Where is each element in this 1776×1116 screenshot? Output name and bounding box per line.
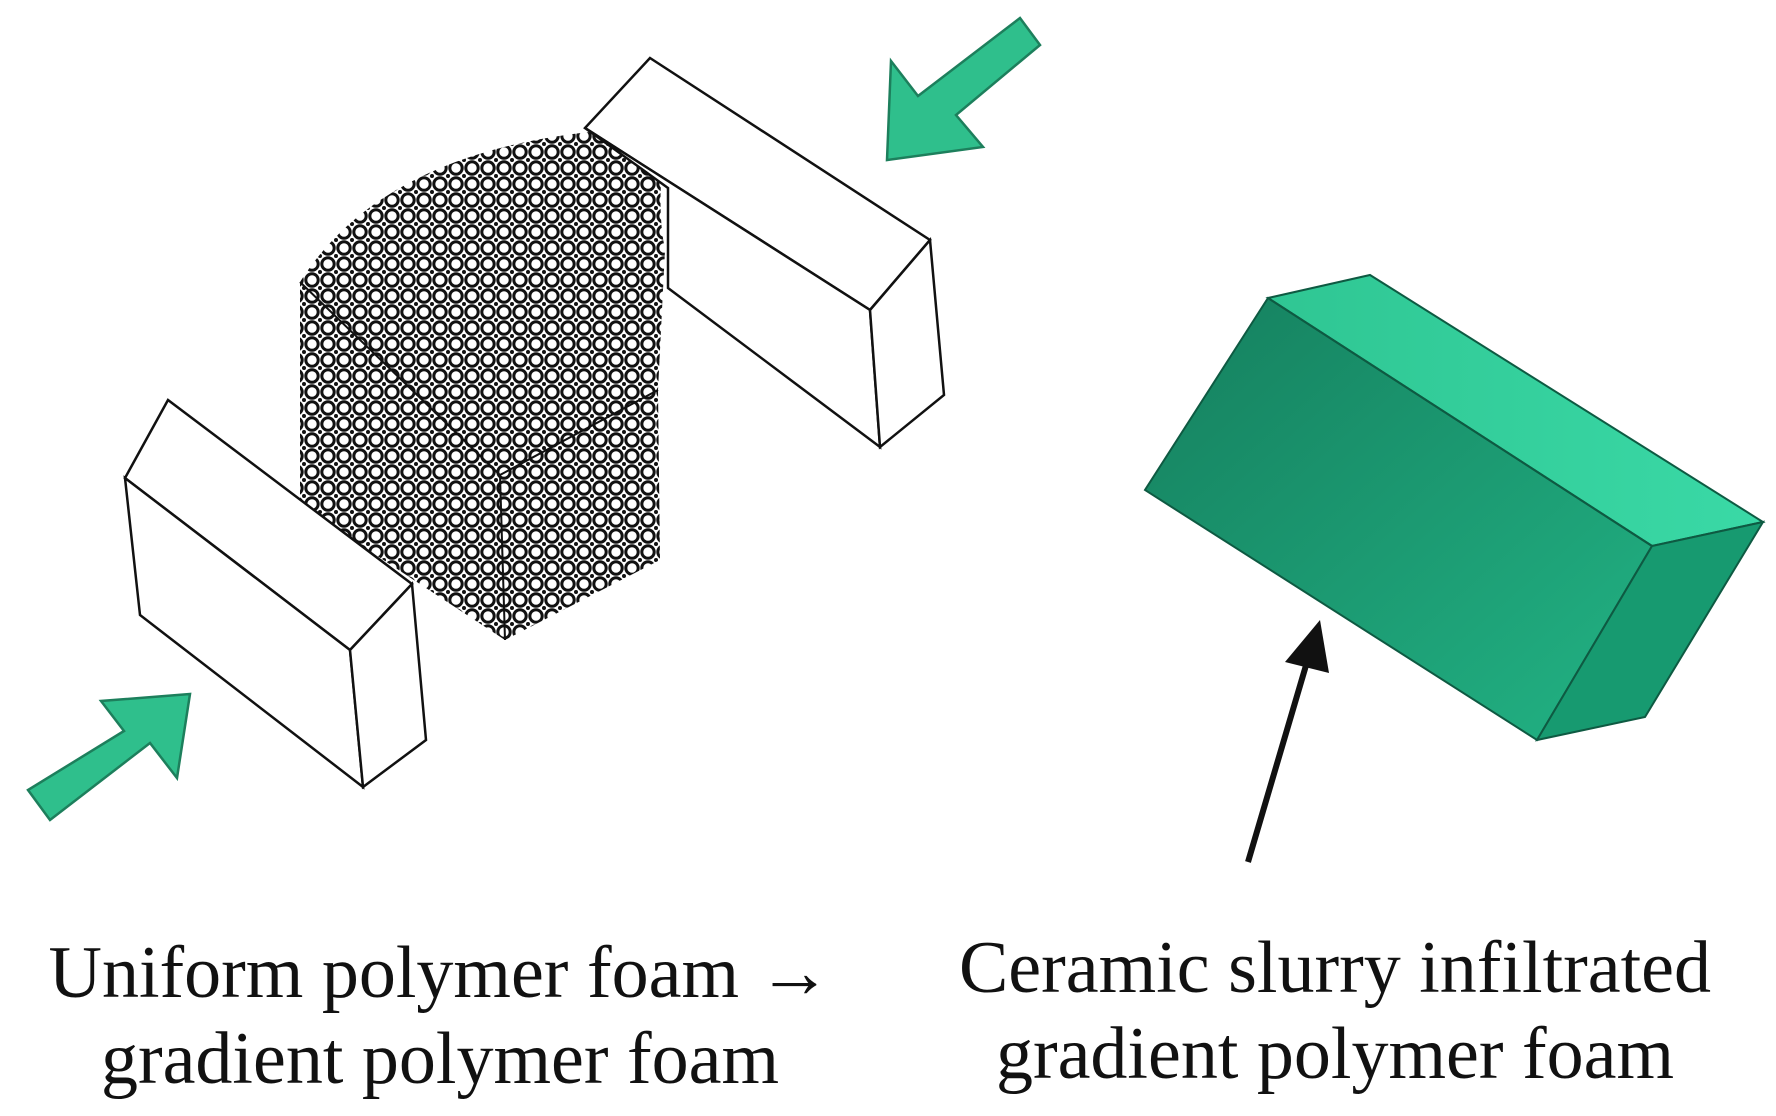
caption-uniform-to-gradient: Uniform polymer foam → gradient polymer … [10,930,870,1102]
caption-left-line2: gradient polymer foam [100,1018,780,1100]
black-arrow-icon [1245,620,1329,863]
green-arrow-icon [26,692,192,822]
caption-right-line2: gradient polymer foam [995,1013,1675,1095]
caption-left-line1: Uniform polymer foam → [48,932,832,1014]
compression-plate-right [583,56,946,450]
ceramic-infiltrated-block [1143,273,1766,742]
green-arrow-icon [885,16,1042,162]
caption-right-line1: Ceramic slurry infiltrated [958,927,1712,1009]
compression-plate-left [123,398,428,790]
caption-ceramic-infiltrated: Ceramic slurry infiltrated gradient poly… [905,925,1765,1097]
gradient-foam-block [299,128,667,641]
